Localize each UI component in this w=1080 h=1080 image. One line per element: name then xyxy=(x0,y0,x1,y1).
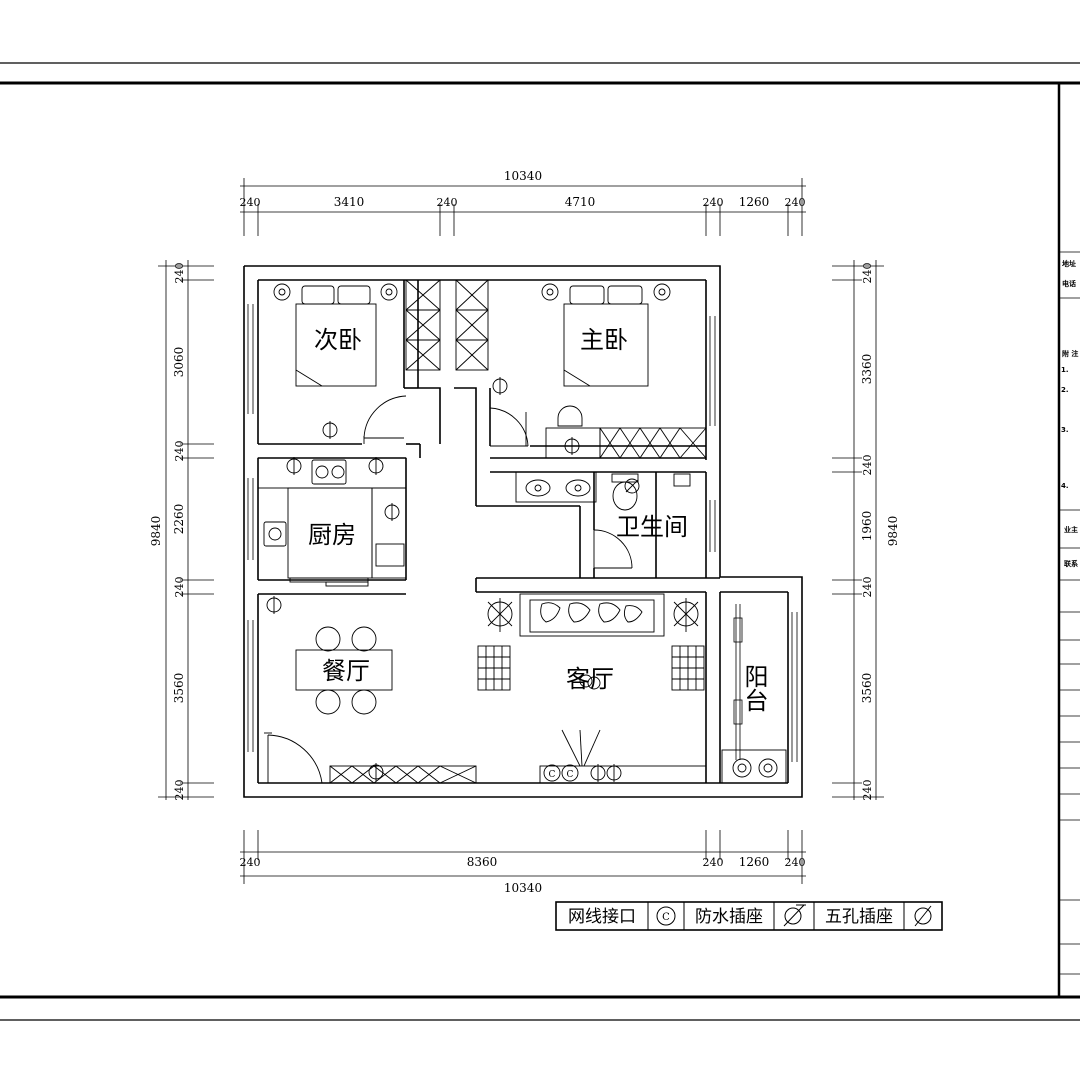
dim-bottom-seg-3: 240 xyxy=(703,856,724,869)
kitchen-counter xyxy=(257,457,407,579)
wardrobe-master-side xyxy=(599,427,707,459)
side-contact-label: 联系 xyxy=(1064,559,1078,568)
five-hole-socket-icon xyxy=(492,377,508,395)
legend-network-port: 网线接口 xyxy=(568,907,636,927)
dim-left-seg-6: 3560 xyxy=(172,673,186,704)
five-hole-socket-icon xyxy=(384,503,400,521)
side-note-2: 2. xyxy=(1061,386,1069,394)
room-labels: 次卧 主卧 厨房 卫生间 餐厅 客厅 阳台 xyxy=(308,326,768,712)
drawing-frame xyxy=(0,62,1080,1021)
dimension-texts: 10340 240 3410 240 4710 240 1260 240 240… xyxy=(149,169,900,895)
side-phone-label: 电话 xyxy=(1062,279,1076,288)
dim-right-seg-5: 240 xyxy=(861,577,874,598)
room-label-living: 客厅 xyxy=(566,665,614,693)
dim-right-total: 9840 xyxy=(886,516,900,547)
side-notes-label: 附 注 xyxy=(1062,349,1078,358)
dim-top-total: 10340 xyxy=(504,169,542,183)
dim-right-seg-1: 240 xyxy=(861,263,874,284)
room-label-master-bedroom: 主卧 xyxy=(580,326,628,354)
bed-master-bedroom xyxy=(541,283,671,387)
dining-set xyxy=(295,626,393,715)
side-table-left xyxy=(487,598,513,632)
five-hole-socket-icon xyxy=(368,457,384,475)
side-note-3: 3. xyxy=(1061,426,1069,434)
side-note-1: 1. xyxy=(1061,366,1069,374)
legend-network-port-letter: C xyxy=(662,912,670,923)
doors xyxy=(264,395,633,784)
dim-bottom-seg-2: 8360 xyxy=(467,855,498,869)
room-label-balcony: 阳台 xyxy=(740,664,768,712)
dim-bottom-seg-4: 1260 xyxy=(739,855,770,869)
room-label-dining: 餐厅 xyxy=(322,657,370,685)
five-hole-socket-icon xyxy=(590,764,606,782)
network-port-letter-2: C xyxy=(567,770,574,780)
dim-left-total: 9840 xyxy=(149,516,163,547)
dim-left-seg-5: 240 xyxy=(173,577,186,598)
side-address-label: 地址 xyxy=(1062,259,1076,268)
windows xyxy=(247,304,798,762)
dim-left-seg-1: 240 xyxy=(173,263,186,284)
five-hole-socket-icon xyxy=(368,763,384,781)
sofa xyxy=(519,593,665,637)
bathroom-fixtures xyxy=(515,471,691,511)
dim-bottom-seg-1: 240 xyxy=(240,856,261,869)
network-port-icon xyxy=(543,764,561,782)
outlet-symbols xyxy=(266,377,640,782)
five-hole-socket-icon xyxy=(606,764,622,782)
legend-waterproof-socket: 防水插座 xyxy=(695,907,763,927)
dim-left-seg-3: 240 xyxy=(173,441,186,462)
legend-waterproof-socket-icon xyxy=(783,904,806,927)
dimension-lines xyxy=(158,178,884,884)
bed-second-bedroom xyxy=(273,283,398,387)
dim-right-seg-3: 240 xyxy=(861,455,874,476)
dim-top-seg-7: 240 xyxy=(785,196,806,209)
dim-right-seg-4: 1960 xyxy=(860,511,874,542)
furniture xyxy=(257,279,787,784)
dim-top-seg-1: 240 xyxy=(240,196,261,209)
legend-network-port-icon: C xyxy=(656,906,676,926)
dim-top-seg-5: 240 xyxy=(703,196,724,209)
rug-grid-left xyxy=(477,645,511,691)
side-table-right xyxy=(673,598,699,632)
dim-left-seg-2: 3060 xyxy=(172,347,186,378)
legend-five-hole-socket: 五孔插座 xyxy=(825,907,893,927)
rug-grid-right xyxy=(671,645,705,691)
wardrobe-second-bedroom xyxy=(405,279,441,371)
side-note-4: 4. xyxy=(1061,482,1069,490)
dim-right-seg-7: 240 xyxy=(861,780,874,801)
dim-top-seg-3: 240 xyxy=(437,196,458,209)
dim-right-seg-6: 3560 xyxy=(860,673,874,704)
dim-left-seg-7: 240 xyxy=(173,780,186,801)
room-label-second-bedroom: 次卧 xyxy=(314,326,362,354)
balcony-appliance xyxy=(721,749,787,784)
tv-cabinet xyxy=(329,729,707,784)
dim-left-seg-4: 2260 xyxy=(172,504,186,535)
wardrobe-master-bedroom xyxy=(455,279,489,371)
side-owner-label: 业主 xyxy=(1064,525,1078,534)
symbol-legend: 网线接口 C 防水插座 五孔插座 xyxy=(555,901,943,931)
five-hole-socket-icon xyxy=(286,457,302,475)
room-label-kitchen: 厨房 xyxy=(308,521,356,549)
five-hole-socket-icon xyxy=(564,437,580,455)
dim-top-seg-2: 3410 xyxy=(334,195,365,209)
dim-top-seg-6: 1260 xyxy=(739,195,770,209)
dim-bottom-total: 10340 xyxy=(504,881,542,895)
five-hole-socket-icon xyxy=(322,421,338,439)
waterproof-socket-icon xyxy=(624,478,640,494)
dim-top-seg-4: 4710 xyxy=(565,195,596,209)
dim-right-seg-2: 3360 xyxy=(860,354,874,385)
legend-five-hole-socket-icon xyxy=(914,905,932,927)
network-port-letter-1: C xyxy=(549,770,556,780)
dim-bottom-seg-5: 240 xyxy=(785,856,806,869)
network-port-icon xyxy=(561,764,579,782)
five-hole-socket-icon xyxy=(266,596,282,614)
title-block-strip: 地址 电话 附 注 1. 2. 3. 4. 业主 联系 xyxy=(1059,251,1080,975)
room-label-bathroom: 卫生间 xyxy=(616,513,688,541)
